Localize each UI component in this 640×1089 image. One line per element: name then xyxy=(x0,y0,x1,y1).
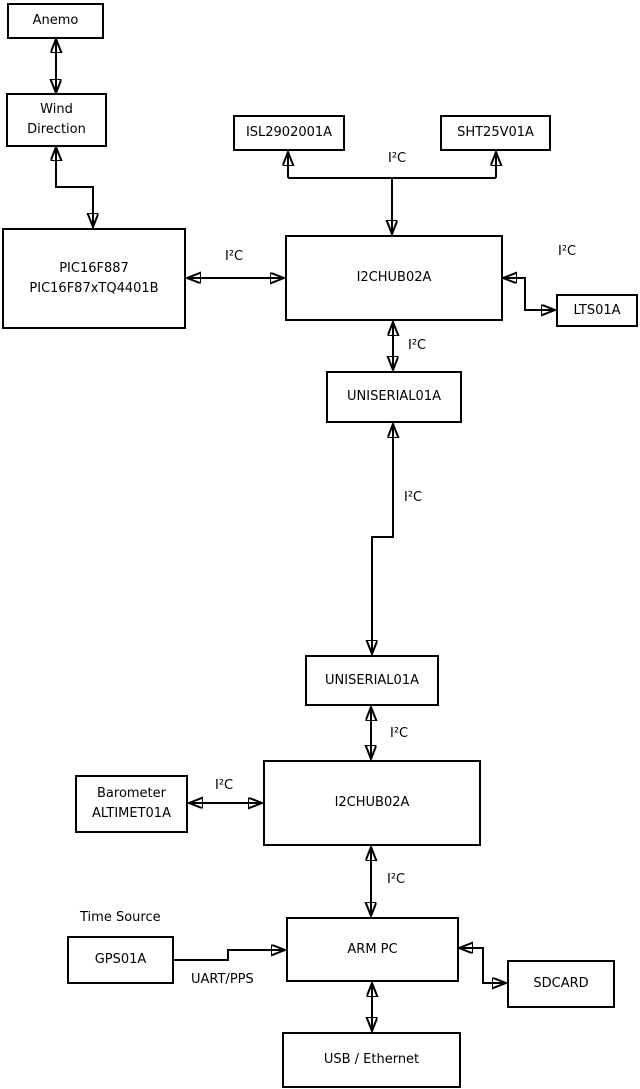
bus-label-i2c-hub-armpc: I²C xyxy=(387,872,406,887)
connector-wind-pic xyxy=(56,147,93,227)
block-gps: GPS01A xyxy=(67,936,174,984)
block-isl-label: ISL2902001A xyxy=(245,125,333,140)
block-anemo-label: Anemo xyxy=(32,13,79,28)
uart-pps-label: UART/PPS xyxy=(191,972,254,987)
block-barometer-label-line1: Barometer xyxy=(97,786,166,801)
connector-armpc-sdcard xyxy=(459,948,506,983)
block-gps-label: GPS01A xyxy=(94,952,147,967)
block-lts-sensor: LTS01A xyxy=(556,294,638,327)
block-sdcard: SDCARD xyxy=(507,960,615,1008)
block-barometer-label-line2: ALTIMET01A xyxy=(92,806,171,821)
block-barometer: Barometer ALTIMET01A xyxy=(75,775,188,833)
block-wind-direction-label-line1: Wind xyxy=(40,102,73,117)
block-sht-label: SHT25V01A xyxy=(457,125,534,140)
connector-hub-upper-lts xyxy=(503,278,555,310)
block-sdcard-label: SDCARD xyxy=(533,976,589,991)
bus-label-i2c-barometer-hub: I²C xyxy=(215,778,234,793)
block-lts-label: LTS01A xyxy=(573,302,621,318)
block-pic-label-line2: PIC16F87xTQ4401B xyxy=(29,280,159,296)
block-i2c-hub-upper-label: I2CHUB02A xyxy=(356,270,432,285)
block-i2c-hub-upper: I2CHUB02A xyxy=(285,235,503,321)
block-i2c-hub-lower-label: I2CHUB02A xyxy=(334,795,410,810)
bus-label-i2c-uniserial-hub-lower: I²C xyxy=(390,726,409,741)
block-uniserial-lower: UNISERIAL01A xyxy=(305,655,439,706)
block-uniserial-lower-label: UNISERIAL01A xyxy=(325,672,419,688)
block-anemo: Anemo xyxy=(7,3,104,39)
bus-label-i2c-isl-sht: I²C xyxy=(388,151,407,166)
block-uniserial-upper: UNISERIAL01A xyxy=(326,371,462,423)
block-usb-ethernet-label: USB / Ethernet xyxy=(323,1052,420,1067)
bus-label-i2c-pic-hub: I²C xyxy=(225,249,244,264)
time-source-label: Time Source xyxy=(80,910,161,925)
bus-label-i2c-hub-uniserial-upper: I²C xyxy=(408,338,427,353)
block-pic-label-line1: PIC16F887 xyxy=(59,260,129,276)
connector-gps-armpc xyxy=(174,950,285,961)
block-i2c-hub-lower: I2CHUB02A xyxy=(263,760,481,846)
block-uniserial-upper-label: UNISERIAL01A xyxy=(347,389,441,404)
block-usb-ethernet: USB / Ethernet xyxy=(282,1032,461,1088)
block-isl-sensor: ISL2902001A xyxy=(233,115,345,151)
connector-uniserial-upper-lower xyxy=(372,424,393,654)
block-arm-pc-label: ARM PC xyxy=(347,941,398,957)
bus-label-i2c-hub-lts: I²C xyxy=(558,244,577,259)
block-arm-pc: ARM PC xyxy=(286,917,459,982)
block-wind-direction-label-line2: Direction xyxy=(27,122,86,137)
bus-label-i2c-uniserial-link: I²C xyxy=(404,490,423,505)
block-wind-direction: Wind Direction xyxy=(6,93,107,147)
block-pic-controller: PIC16F887 PIC16F87xTQ4401B xyxy=(2,228,186,329)
block-sht-sensor: SHT25V01A xyxy=(440,115,551,151)
